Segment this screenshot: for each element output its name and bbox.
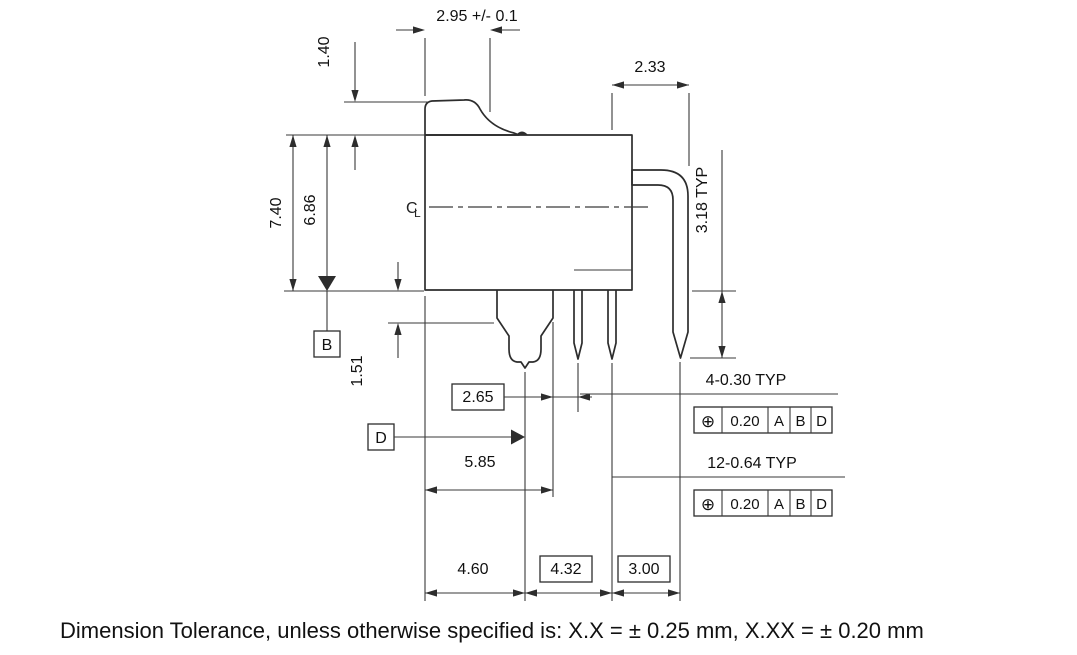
left-extension-lines (284, 134, 424, 292)
arrowhead (600, 589, 612, 597)
arrowhead (323, 135, 331, 147)
fcf-large-datum-b: B (795, 496, 805, 513)
arrowhead (425, 589, 437, 597)
arrowhead (351, 135, 359, 147)
dim-pitch-mid-box (539, 555, 593, 583)
top-boss (424, 99, 520, 136)
fcf-large-position-symbol: ⊕ (701, 495, 715, 515)
boss-detail-bump (516, 131, 528, 135)
dim-standoff-label: 1.51 (349, 355, 366, 386)
pin-note-large: 12-0.64 TYP ⊕ 0.20 A B D (612, 455, 845, 517)
mounting-peg (496, 290, 554, 369)
arrowhead (677, 81, 689, 89)
arrowhead (490, 26, 502, 34)
pin-note-small-label: 4-0.30 TYP (706, 372, 787, 389)
fcf-large-datum-a: A (774, 496, 784, 513)
tolerance-note: Dimension Tolerance, unless otherwise sp… (60, 618, 924, 643)
arrowhead (351, 90, 359, 102)
body-centerline: C L (406, 200, 651, 220)
datum-b-box (313, 330, 341, 358)
arrowhead (668, 589, 680, 597)
arrowhead (541, 393, 553, 401)
arrowhead (578, 393, 590, 401)
fcf-small-tolerance: 0.20 (730, 413, 759, 430)
fcf-large-tolerance: 0.20 (730, 496, 759, 513)
fcf-large-frame (693, 489, 833, 517)
datum-d-label: D (375, 430, 387, 447)
arrowhead (289, 135, 297, 147)
fcf-large: ⊕ 0.20 A B D (693, 489, 833, 517)
fcf-small-datum-a: A (774, 413, 784, 430)
arrowhead (612, 81, 624, 89)
arrowhead (394, 323, 402, 335)
pin-note-large-label: 12-0.64 TYP (707, 455, 797, 472)
arrowhead (394, 279, 402, 291)
fcf-small-datum-d: D (816, 413, 827, 430)
dim-boss-height-label: 1.40 (316, 36, 333, 67)
arrowhead (612, 589, 624, 597)
datum-d: D (367, 423, 525, 451)
dim-pitch-left-label: 4.60 (457, 561, 488, 578)
dim-overall-height-label: 7.40 (268, 197, 285, 228)
dim-peg-position-label: 5.85 (464, 454, 495, 471)
dim-lead-length: 3.18 TYP (690, 150, 736, 359)
dim-bottom-chain: 4.60 4.32 3.00 (424, 296, 681, 601)
datum-d-triangle (511, 429, 525, 445)
datum-b-label: B (322, 337, 333, 354)
arrowhead (718, 291, 726, 303)
dim-peg-offset: 2.65 (451, 322, 592, 497)
datum-b-triangle (318, 276, 336, 291)
housing-body (424, 134, 633, 291)
arrowhead (289, 279, 297, 291)
arrowhead (525, 589, 537, 597)
dim-boss-height: 1.40 (316, 36, 429, 170)
dim-standoff: 1.51 (349, 262, 494, 387)
dim-pitch-right-label: 3.00 (628, 561, 659, 578)
fcf-small: ⊕ 0.20 A B D (693, 406, 833, 434)
arrowhead (541, 486, 553, 494)
arrowhead (413, 26, 425, 34)
dim-body-height: 6.86 (302, 135, 331, 277)
part-outline (424, 99, 689, 369)
dim-pitch-mid-label: 4.32 (550, 561, 581, 578)
dim-pitch-right-box (617, 555, 671, 583)
dim-lead-bend-width: 2.33 (611, 59, 690, 166)
dim-lead-length-label: 3.18 TYP (694, 167, 711, 233)
right-angle-lead (631, 169, 689, 359)
dim-top-width: 2.95 +/- 0.1 (396, 8, 520, 112)
through-pin-a (573, 290, 583, 360)
centerline-symbol-c: C (406, 200, 418, 217)
dim-peg-offset-label: 2.65 (462, 389, 493, 406)
fcf-small-position-symbol: ⊕ (701, 412, 715, 432)
centerline-symbol-l: L (414, 206, 421, 220)
pin-note-small: 4-0.30 TYP ⊕ 0.20 A B D (580, 372, 838, 434)
dim-lead-bend-width-label: 2.33 (634, 59, 665, 76)
arrowhead (425, 486, 437, 494)
fcf-small-datum-b: B (795, 413, 805, 430)
arrowhead (513, 589, 525, 597)
dim-peg-offset-box (451, 383, 505, 411)
dim-overall-height: 7.40 (268, 135, 297, 291)
fcf-large-datum-d: D (816, 496, 827, 513)
dim-body-height-label: 6.86 (302, 194, 319, 225)
datum-b: B (313, 276, 341, 358)
dim-peg-position: 5.85 (425, 454, 553, 494)
arrowhead (718, 346, 726, 358)
dim-top-width-label: 2.95 +/- 0.1 (436, 8, 517, 25)
through-pin-b (607, 290, 617, 360)
fcf-small-frame (693, 406, 833, 434)
